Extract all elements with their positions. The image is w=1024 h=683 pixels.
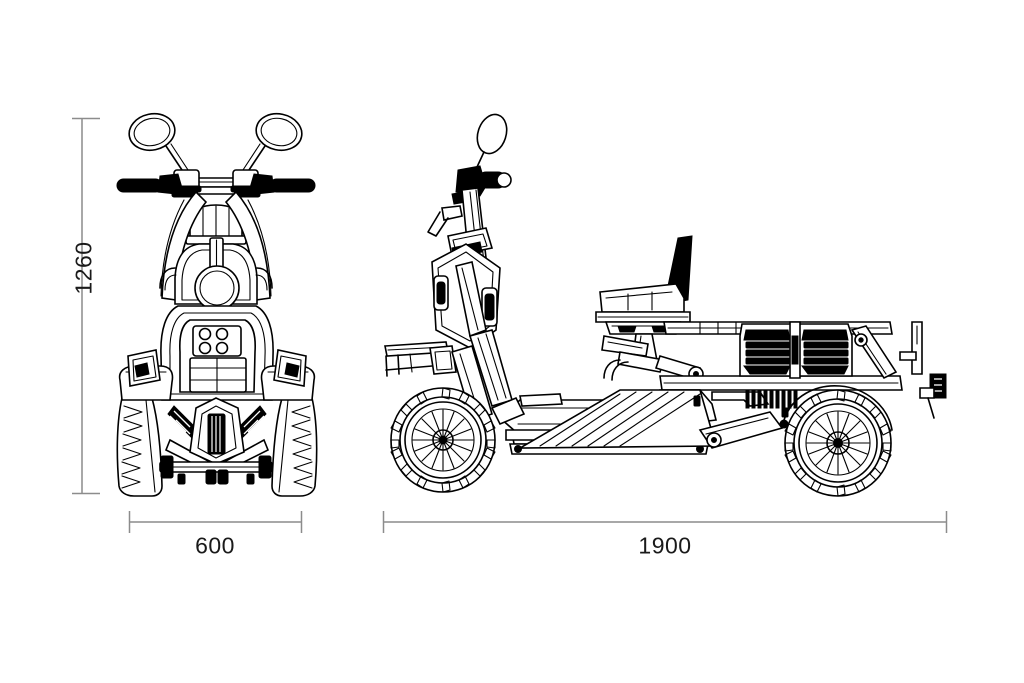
front-grille <box>160 305 274 401</box>
right-mirror <box>240 112 303 177</box>
dimension-height <box>72 117 100 495</box>
front-wheel <box>390 387 496 493</box>
dimension-label-width-front: 600 <box>195 532 235 559</box>
front-suspension <box>159 397 273 485</box>
front-side-panels <box>127 349 307 387</box>
headlight <box>194 265 240 311</box>
rear-wheel <box>783 385 893 497</box>
dimension-label-height: 1260 <box>70 241 97 295</box>
battery-divider <box>789 321 801 379</box>
left-grip <box>116 178 163 193</box>
battery-box-right <box>797 323 853 377</box>
front-view <box>116 112 318 497</box>
chassis-tubes <box>505 389 798 449</box>
handlebar <box>116 169 316 198</box>
right-grip <box>269 178 316 193</box>
dimension-label-length-side: 1900 <box>638 532 692 559</box>
seat-linkage <box>601 335 704 382</box>
side-misc-parts <box>519 393 789 418</box>
left-mirror <box>128 112 191 177</box>
front-basket <box>384 341 457 377</box>
dimension-length-side <box>382 511 948 533</box>
front-shroud <box>431 243 501 349</box>
dimension-width-front <box>128 511 303 533</box>
side-view <box>384 113 947 497</box>
battery-box-left <box>739 323 795 377</box>
